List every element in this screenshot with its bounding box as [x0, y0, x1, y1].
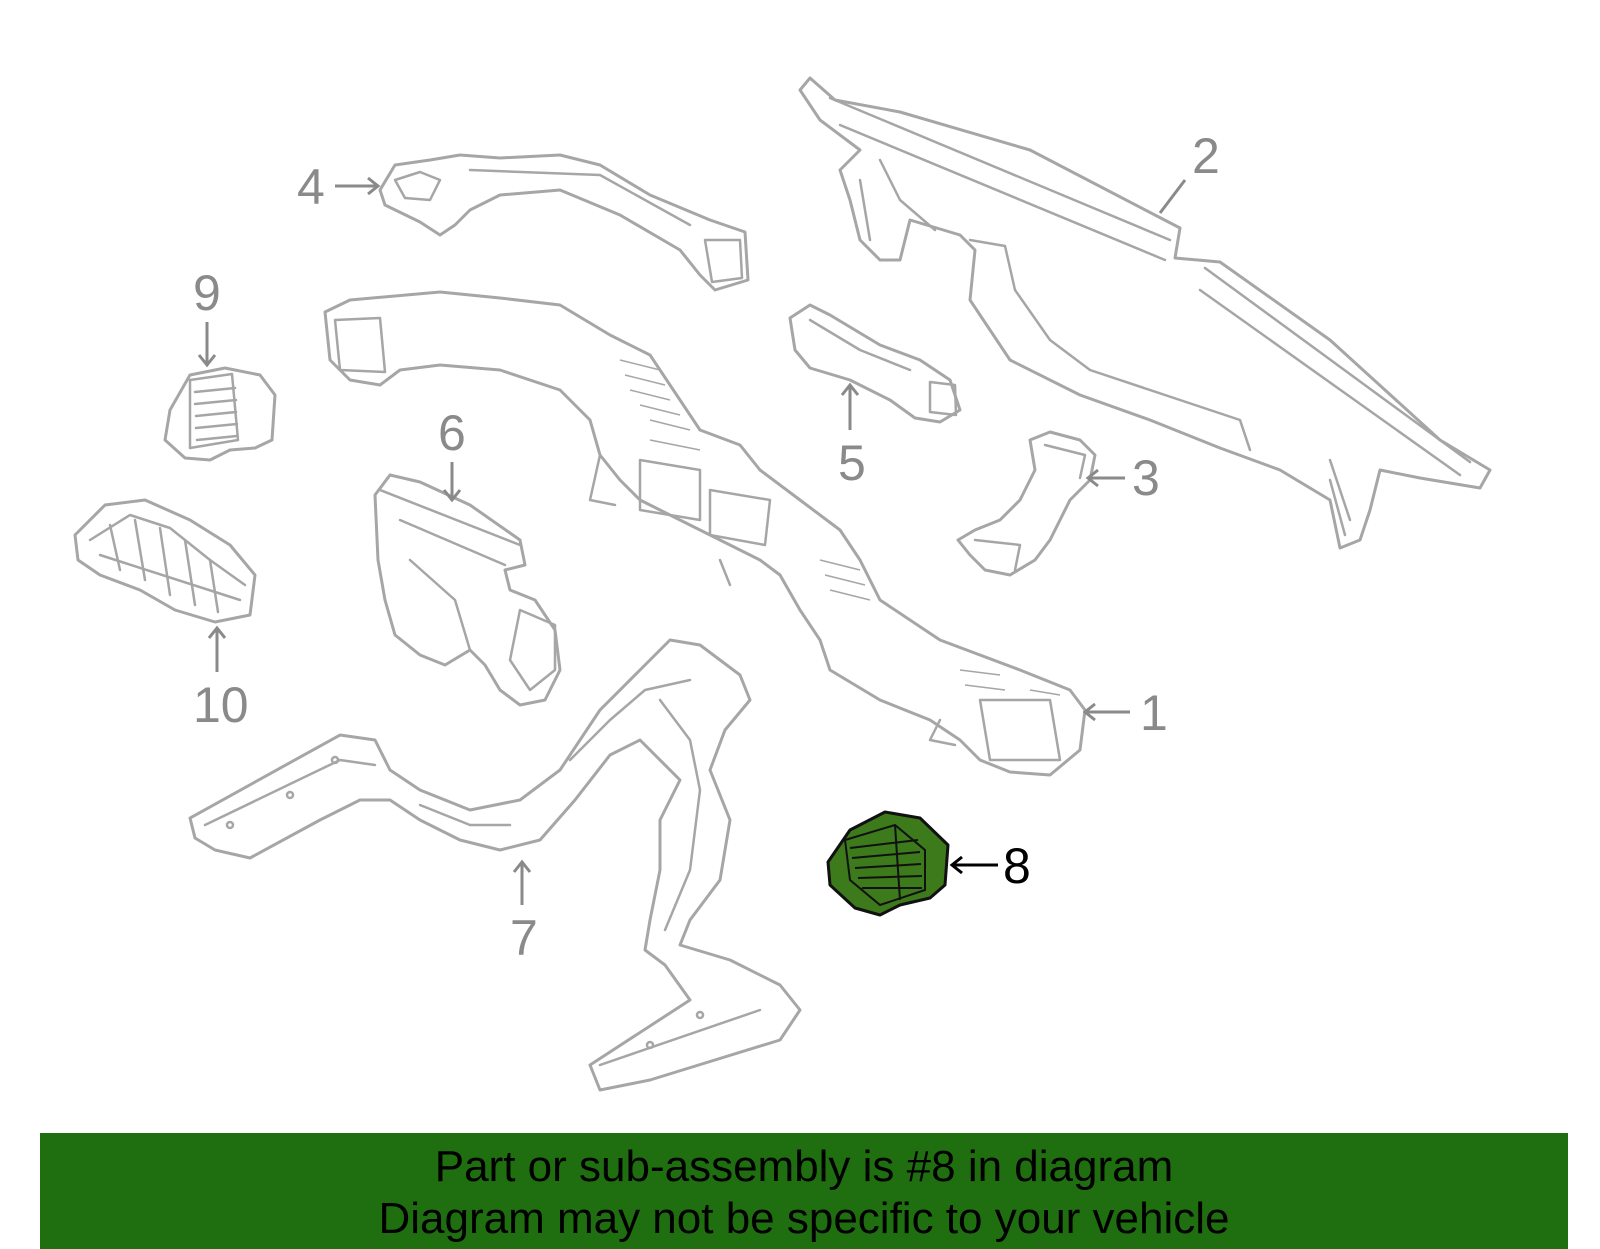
callout-6: 6 [438, 405, 466, 503]
callout-label-7: 7 [510, 910, 538, 966]
banner-line-1: Part or sub-assembly is #8 in diagram [434, 1142, 1174, 1191]
callout-1: 1 [1082, 685, 1168, 741]
part-2-upper-duct[interactable] [798, 76, 1492, 550]
callout-2: 2 [1158, 128, 1220, 214]
banner-line-2: Diagram may not be specific to your vehi… [378, 1194, 1230, 1243]
part-10-vent[interactable] [73, 498, 257, 624]
part-9-vent[interactable] [163, 366, 277, 462]
part-7-floor-duct[interactable] [188, 638, 802, 1092]
callout-9: 9 [193, 265, 221, 368]
callout-7: 7 [510, 859, 538, 966]
part-8-vent-highlighted[interactable] [826, 810, 950, 917]
part-1-main-duct[interactable] [323, 290, 1087, 777]
callout-label-5: 5 [838, 435, 866, 491]
callout-5: 5 [838, 382, 866, 491]
part-5-center-duct[interactable] [788, 303, 962, 424]
info-banner: Part or sub-assembly is #8 in diagram Di… [40, 1133, 1568, 1249]
callout-label-10: 10 [193, 677, 249, 733]
callout-10: 10 [193, 625, 249, 733]
callout-label-4: 4 [297, 159, 325, 215]
callout-4: 4 [297, 159, 381, 215]
callout-label-6: 6 [438, 405, 466, 461]
part-3-right-duct[interactable] [956, 430, 1097, 577]
callout-label-9: 9 [193, 265, 221, 321]
callout-label-1: 1 [1140, 685, 1168, 741]
part-6-center-duct[interactable] [373, 473, 562, 707]
callout-label-2: 2 [1192, 128, 1220, 184]
callout-8: 8 [949, 838, 1031, 894]
part-4-left-upper-duct[interactable] [378, 153, 750, 292]
callout-label-3: 3 [1132, 450, 1160, 506]
callout-3: 3 [1085, 450, 1160, 506]
callout-label-8: 8 [1003, 838, 1031, 894]
